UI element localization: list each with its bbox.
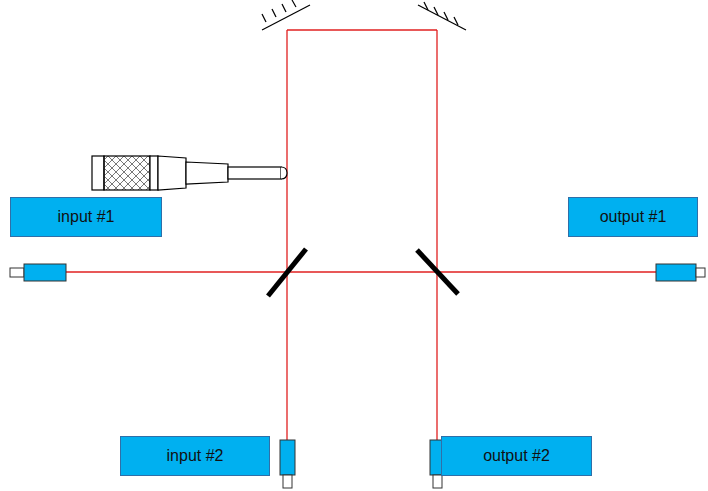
box-label: output #1: [600, 208, 667, 226]
label-box: input #1: [10, 197, 162, 237]
label-box: output #1: [568, 197, 698, 237]
mirror-symbol: [418, 2, 466, 30]
fiber-connector: [656, 264, 705, 281]
label-box: output #2: [441, 436, 592, 476]
beam-splitter: [417, 250, 458, 294]
beam-splitter: [268, 249, 306, 296]
micrometer-actuator: [92, 156, 287, 190]
box-label: input #2: [167, 447, 224, 465]
box-label: output #2: [483, 447, 550, 465]
mirror-symbol: [262, 0, 310, 30]
box-label: input #1: [58, 208, 115, 226]
fiber-connector: [10, 264, 66, 281]
fiber-connector: [280, 440, 295, 488]
label-box: input #2: [120, 436, 270, 476]
